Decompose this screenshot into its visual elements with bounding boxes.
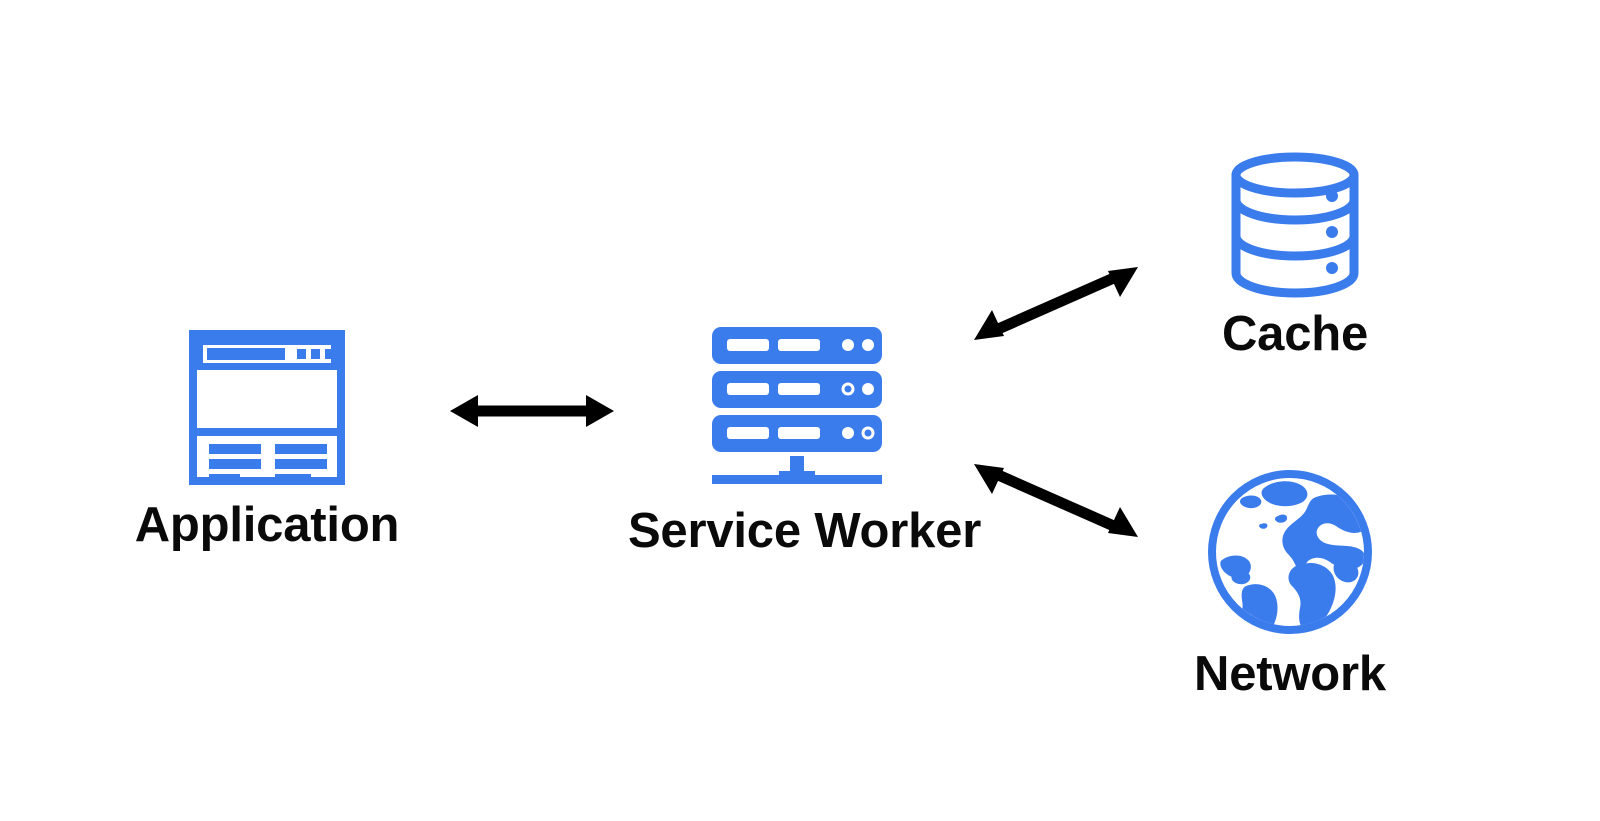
node-cache-label: Cache xyxy=(1221,307,1369,361)
node-service-worker-label: Service Worker xyxy=(627,504,982,558)
node-network-label: Network xyxy=(1194,647,1386,701)
node-cache[interactable]: Cache xyxy=(1150,150,1440,362)
server-rack-icon xyxy=(710,325,900,490)
node-service-worker[interactable]: Service Worker xyxy=(607,325,1002,559)
browser-window-icon xyxy=(189,330,345,485)
database-cylinder-icon xyxy=(1227,150,1363,298)
connector-application-service-worker xyxy=(448,388,616,434)
node-application[interactable]: Application xyxy=(94,330,440,553)
connector-service-worker-cache xyxy=(970,262,1142,344)
connector-service-worker-network xyxy=(970,460,1142,542)
node-network[interactable]: Network xyxy=(1140,468,1440,702)
node-application-label: Application xyxy=(134,498,400,552)
globe-icon xyxy=(1206,468,1374,636)
